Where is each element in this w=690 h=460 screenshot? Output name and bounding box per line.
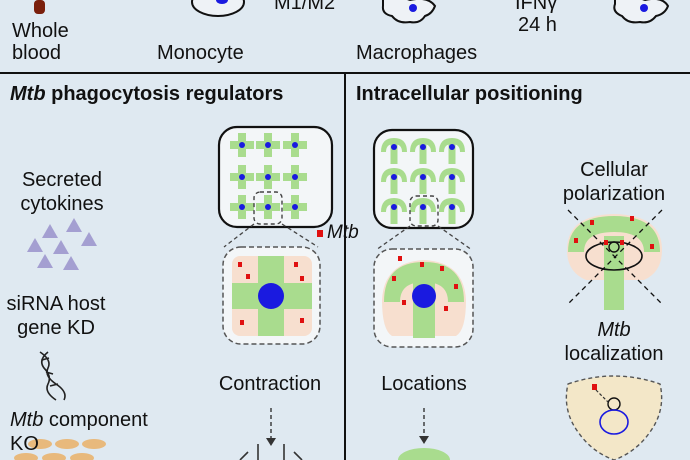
sirna-helix-icon xyxy=(39,351,66,401)
top-strip xyxy=(0,0,690,74)
mtb-bacilli-icon xyxy=(14,439,106,460)
mtb-component-label: Mtb component KO xyxy=(10,409,148,455)
mtb-bacterium-icon xyxy=(317,230,323,237)
zoomed-umbrella-cell xyxy=(373,248,474,348)
cellular-polarization-label: Cellular polarization xyxy=(562,159,666,205)
sirna-knockdown-label: siRNA host gene KD xyxy=(6,293,106,339)
polarization-cell xyxy=(567,209,663,310)
macrophage-cell-icon xyxy=(381,0,437,24)
monocyte-label: Monocyte xyxy=(157,42,244,64)
right-panel xyxy=(372,128,663,460)
located-cell-partial xyxy=(398,448,450,460)
left-panel-title: Mtb phagocytosis regulators xyxy=(10,83,284,105)
secreted-cytokines-label: Secreted cytokines xyxy=(20,169,104,215)
macrophages-label: Macrophages xyxy=(356,42,478,64)
plus-cell-grid xyxy=(217,125,334,229)
contracted-cell-partial xyxy=(239,444,303,460)
mtb-localization-label: Mtb localization xyxy=(564,319,664,365)
umbrella-cell-grid xyxy=(372,128,475,230)
ifng-label: IFNγ xyxy=(515,0,558,14)
locations-arrow-head xyxy=(419,436,429,444)
cytokine-triangles-icon xyxy=(27,218,97,270)
whole-blood-label: Whole blood xyxy=(12,20,69,64)
locations-label: Locations xyxy=(381,373,467,395)
m1m2-label: M1/M2 xyxy=(274,0,336,14)
contraction-label: Contraction xyxy=(218,373,322,395)
mtb-label: Mtb xyxy=(327,222,359,243)
zoomed-plus-cell xyxy=(222,246,321,345)
blood-tube-icon xyxy=(34,0,45,14)
monocyte-cell-icon xyxy=(191,0,245,17)
time-label: 24 h xyxy=(518,14,557,36)
contraction-arrow-head xyxy=(266,438,276,446)
right-panel-title: Intracellular positioning xyxy=(356,83,583,105)
macrophage-ifng-cell-icon xyxy=(613,0,670,24)
localization-cell xyxy=(565,375,663,460)
left-panel xyxy=(14,125,334,460)
